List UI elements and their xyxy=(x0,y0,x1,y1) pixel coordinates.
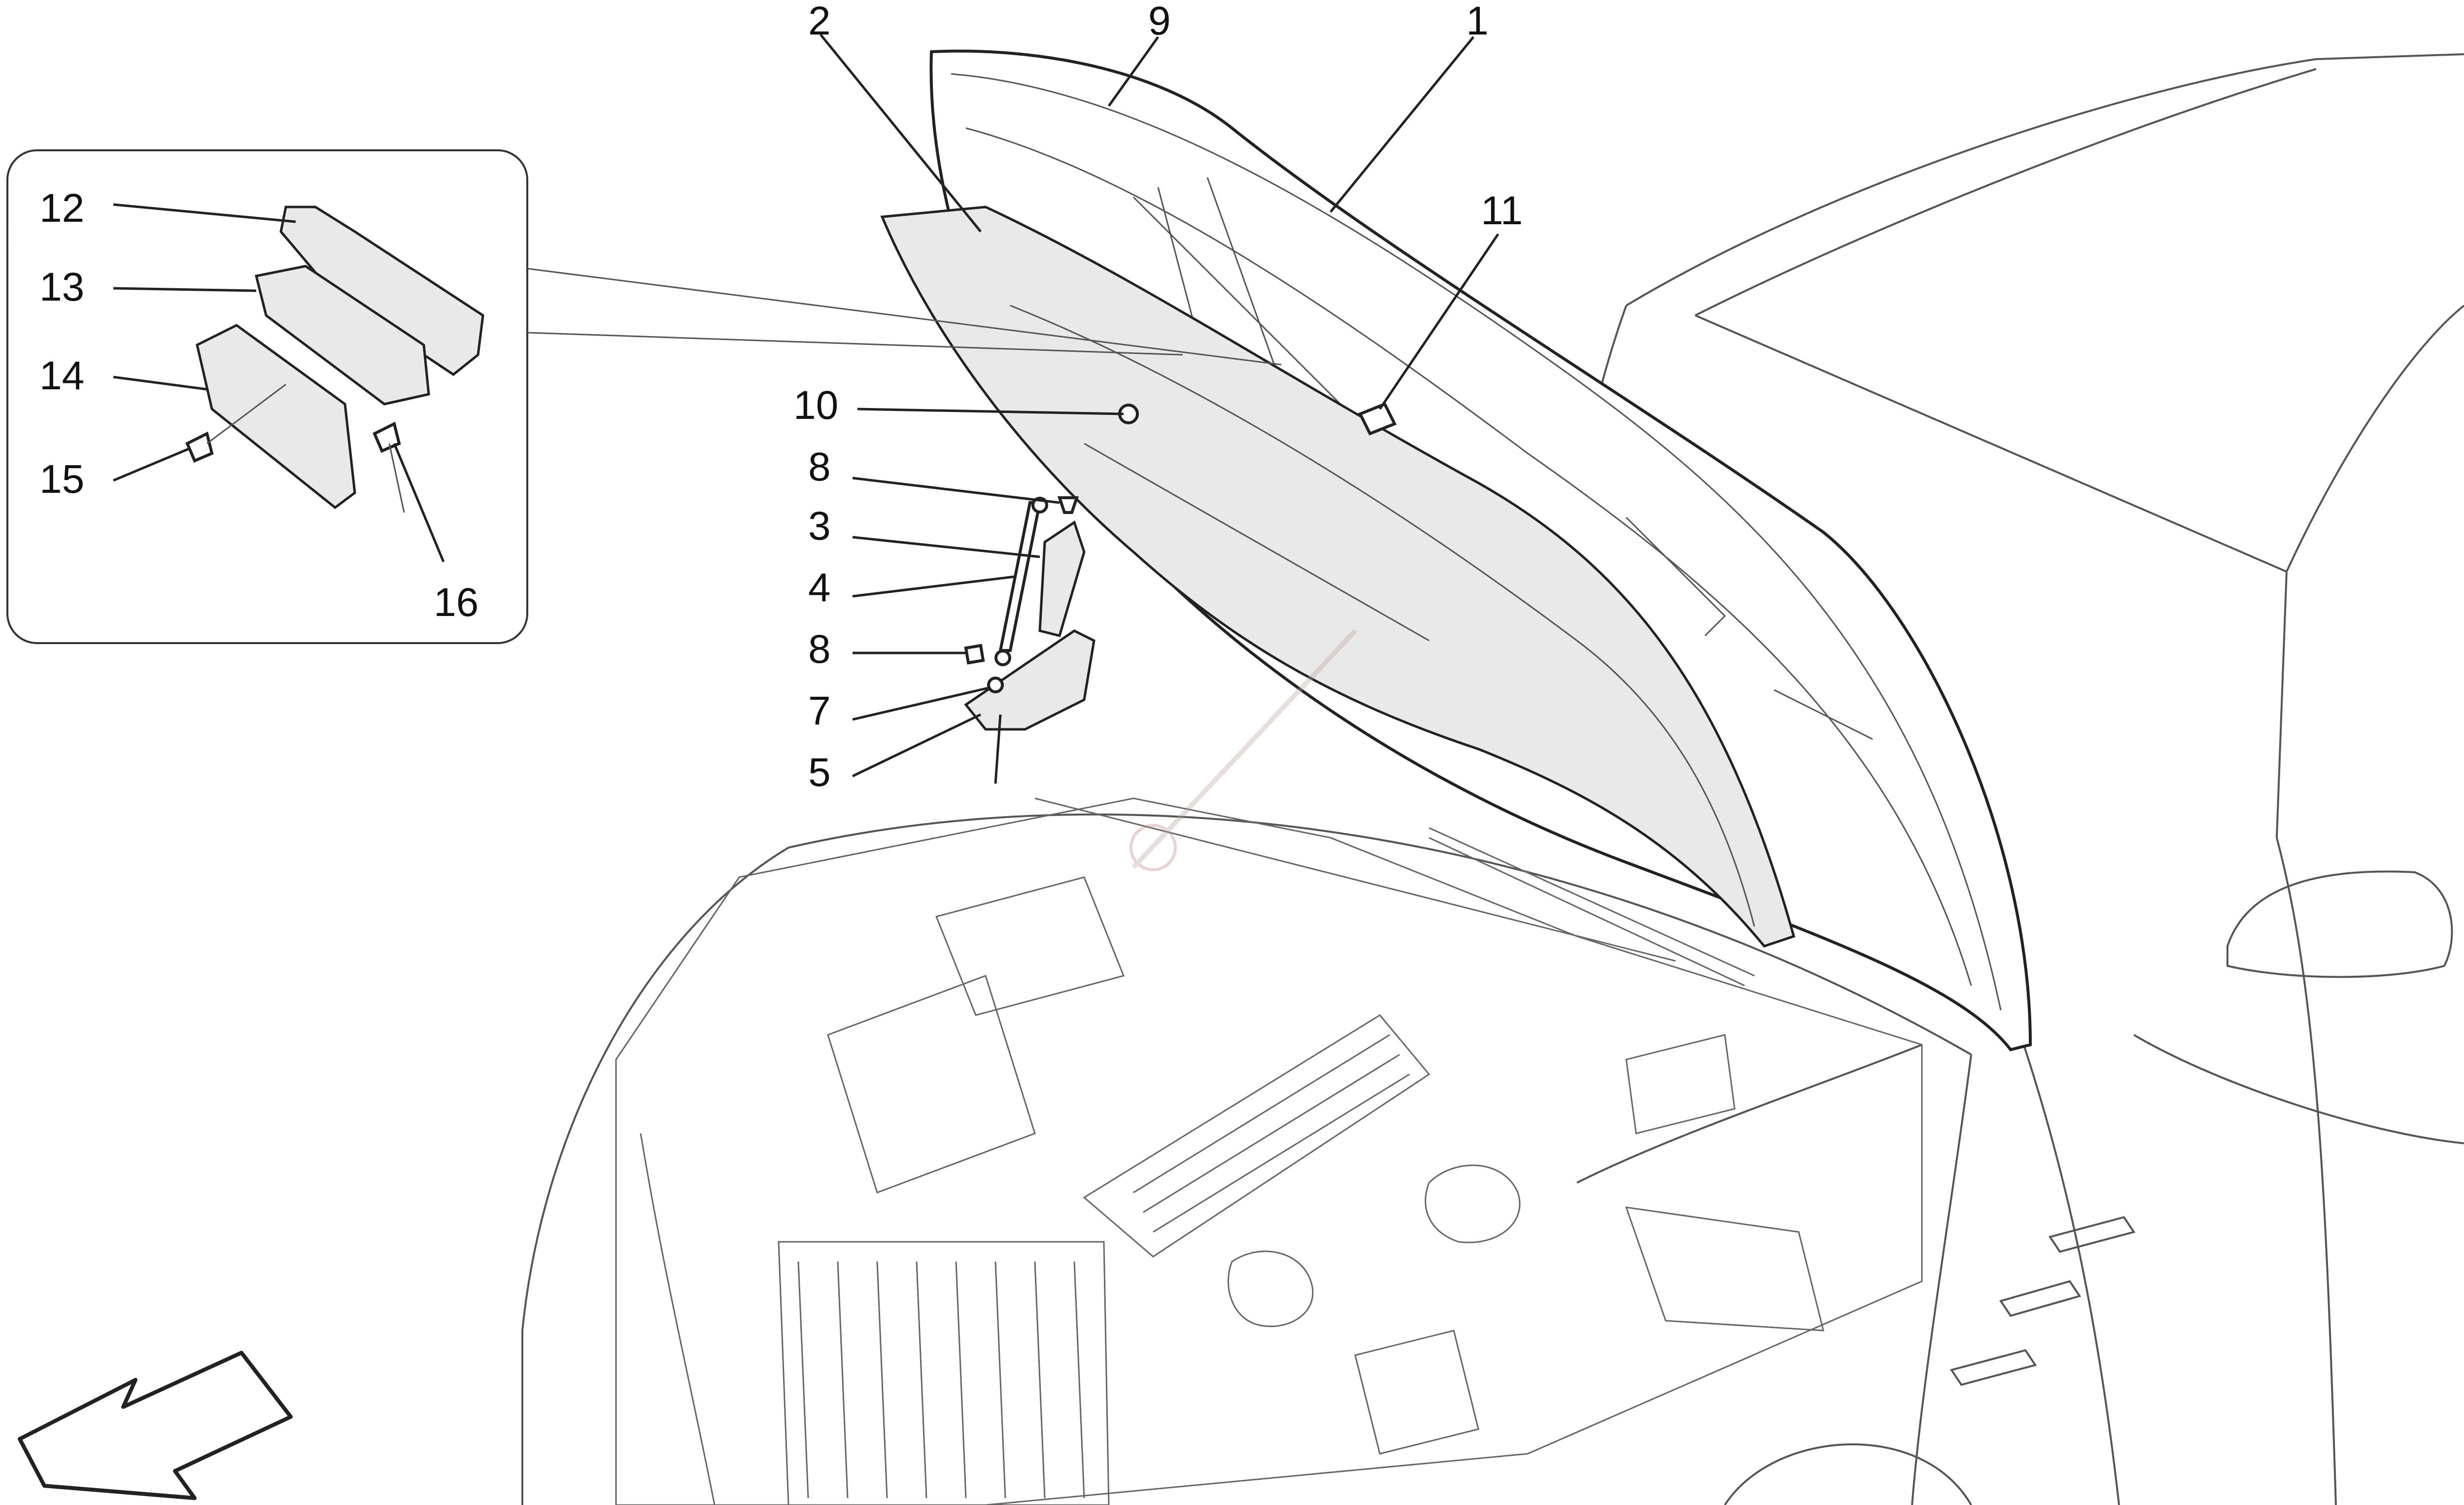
callout-5: 5 xyxy=(808,750,831,795)
callout-16: 16 xyxy=(434,580,479,625)
leader-5b xyxy=(994,714,1002,784)
callout-4: 4 xyxy=(808,565,831,610)
car-body-outline xyxy=(521,53,2464,1505)
engine-cover xyxy=(1083,1014,1431,1258)
callout-11: 11 xyxy=(1481,188,1523,233)
callout-3: 3 xyxy=(808,504,831,548)
leader-11 xyxy=(1378,233,1500,410)
callout-labels: 2 9 1 11 10 8 3 4 8 7 5 12 13 14 15 16 xyxy=(39,0,1523,795)
leader-15 xyxy=(113,447,190,482)
front-direction-arrow-icon xyxy=(18,1351,293,1500)
bolt-upper xyxy=(1057,496,1079,514)
hinge-bracket xyxy=(1038,520,1086,638)
screw-16 xyxy=(373,421,401,453)
inset-parts xyxy=(185,205,484,513)
callout-9: 9 xyxy=(1148,0,1171,43)
bracket-12 xyxy=(279,205,484,376)
callout-8b: 8 xyxy=(808,627,831,672)
leader-1 xyxy=(1330,36,1474,213)
hinge-assembly xyxy=(964,402,1397,731)
watermark xyxy=(1129,629,1357,871)
callout-7: 7 xyxy=(808,688,831,733)
bonnet-insulation xyxy=(880,205,1796,948)
leader-7 xyxy=(852,686,991,721)
leader-3 xyxy=(852,536,1040,558)
cover-14 xyxy=(196,324,356,510)
bump-stop-11 xyxy=(1358,402,1397,436)
radiator xyxy=(778,1241,1110,1505)
engine-bay xyxy=(615,797,1923,1505)
hinge-bolt xyxy=(987,677,1004,693)
leader-4 xyxy=(852,575,1016,598)
leader-14 xyxy=(113,376,207,391)
screw-15 xyxy=(185,431,214,463)
callout-13: 13 xyxy=(39,265,84,309)
callout-12: 12 xyxy=(39,186,84,231)
leader-10 xyxy=(857,408,1124,415)
leader-9 xyxy=(1107,36,1160,107)
leader-8a xyxy=(852,477,1060,504)
leader-5 xyxy=(852,713,982,778)
leader-16 xyxy=(393,443,445,562)
callout-15: 15 xyxy=(39,457,84,502)
callout-2: 2 xyxy=(808,0,831,43)
leader-2 xyxy=(820,34,982,233)
leader-lines xyxy=(113,34,1500,784)
leader-13 xyxy=(113,287,257,292)
bolt-lower xyxy=(964,644,985,665)
strut-pin-lower xyxy=(994,650,1011,666)
callout-8a: 8 xyxy=(808,445,831,489)
leader-12 xyxy=(113,203,296,223)
detail-inset xyxy=(6,149,1282,644)
panel-13 xyxy=(254,265,430,406)
callout-14: 14 xyxy=(39,353,84,398)
bonnet-hinge xyxy=(964,629,1095,731)
callout-10: 10 xyxy=(793,383,838,428)
callout-1: 1 xyxy=(1466,0,1489,43)
